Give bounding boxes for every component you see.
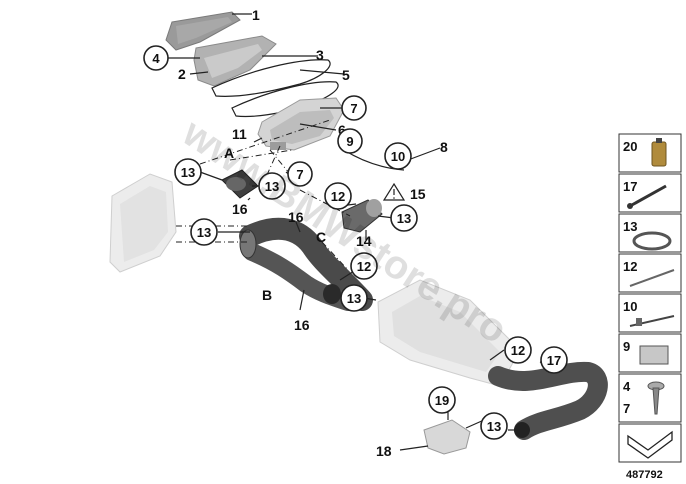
callout-13a: 13 [181, 165, 195, 180]
callout-12a: 12 [331, 189, 345, 204]
legend-wire-clip [636, 318, 642, 326]
part-14-resonator-end [366, 199, 382, 217]
callout-17-circle[interactable] [540, 346, 568, 374]
ghost-housing-right-face [392, 296, 500, 372]
callout-17: 17 [547, 353, 561, 368]
legend-strap-icon [629, 269, 675, 287]
part-6-mount-tab [270, 142, 286, 150]
legend-hose-clamp-icon [632, 231, 672, 251]
legend-panel: 20 17 13 12 10 [618, 133, 682, 481]
part-16-main-hose[interactable] [239, 217, 373, 311]
return-arrow-icon [627, 430, 673, 459]
legend-band-clamp-icon [639, 345, 669, 365]
callout-12c: 12 [511, 343, 525, 358]
part-19-bracket[interactable] [423, 419, 471, 455]
legend-arrow-button[interactable] [618, 423, 682, 463]
callout-12b: 12 [357, 259, 371, 274]
callout-19-circle[interactable] [428, 386, 456, 414]
legend-label-7: 7 [623, 401, 630, 416]
legend-item-4-7[interactable]: 4 7 [618, 373, 682, 423]
callout-4: 4 [152, 51, 160, 66]
legend-bottle-icon [651, 141, 667, 167]
legend-item-12[interactable]: 12 [618, 253, 682, 293]
legend-item-20[interactable]: 20 [618, 133, 682, 173]
callout-8[interactable]: 8 [440, 139, 448, 155]
part-1-cover-face [176, 17, 232, 44]
callout-13f: 13 [487, 419, 501, 434]
part-17-hose-end [514, 422, 530, 438]
part-6-housing-face [270, 110, 334, 144]
part-17-hose[interactable] [488, 361, 608, 440]
legend-cable-tie-head [627, 203, 633, 209]
part-5-seal[interactable] [231, 81, 339, 118]
callout-12c-circle[interactable] [504, 336, 532, 364]
callout-16-b[interactable]: 16 [288, 209, 304, 225]
callout-7a: 7 [350, 101, 357, 116]
part-16-small-hose-opening [226, 177, 246, 191]
callout-11[interactable]: 11 [232, 126, 247, 142]
callout-6[interactable]: 6 [338, 122, 346, 138]
callout-14[interactable]: 14 [356, 233, 372, 249]
legend-label-4: 4 [623, 379, 631, 394]
callout-10-circle[interactable] [384, 142, 412, 170]
callout-13e: 13 [347, 291, 361, 306]
legend-cable-tie-icon [629, 184, 667, 208]
callout-16-a[interactable]: 16 [232, 201, 248, 217]
callout-10: 10 [391, 149, 405, 164]
legend-label-12: 12 [623, 259, 637, 274]
callout-13d-circle[interactable] [190, 218, 218, 246]
callout-13c-circle[interactable] [390, 204, 418, 232]
ghost-housing-left-face [120, 186, 168, 262]
callout-13a-circle[interactable] [174, 158, 202, 186]
legend-label-10: 10 [623, 299, 637, 314]
callout-7b-circle[interactable] [287, 161, 313, 187]
callout-9-circle[interactable] [337, 128, 363, 154]
warning-triangle-icon [382, 182, 406, 201]
callout-13b: 13 [265, 179, 279, 194]
legend-screw-icon [647, 381, 665, 415]
callout-13d: 13 [197, 225, 211, 240]
callout-13e-circle[interactable] [340, 284, 368, 312]
part-3-seal[interactable] [211, 59, 331, 97]
callout-12b-circle[interactable] [350, 252, 378, 280]
callout-13b-circle[interactable] [258, 172, 286, 200]
callout-13c: 13 [397, 211, 411, 226]
callout-2[interactable]: 2 [178, 66, 186, 82]
callout-5[interactable]: 5 [342, 67, 350, 83]
callout-13f-circle[interactable] [480, 412, 508, 440]
callout-1[interactable]: 1 [252, 7, 260, 23]
callout-19: 19 [435, 393, 449, 408]
callout-4-circle[interactable] [143, 45, 169, 71]
callout-B[interactable]: B [262, 287, 272, 303]
callout-15[interactable]: 15 [410, 186, 426, 202]
callout-16-c[interactable]: 16 [294, 317, 310, 333]
legend-label-20: 20 [623, 139, 637, 154]
legend-label-13: 13 [623, 219, 637, 234]
legend-item-13[interactable]: 13 [618, 213, 682, 253]
callout-A[interactable]: A [224, 145, 234, 161]
callouts: 1 2 3 5 6 8 11 15 14 16 16 16 18 A B C 4… [143, 7, 568, 459]
legend-item-17[interactable]: 17 [618, 173, 682, 213]
callout-9: 9 [346, 134, 353, 149]
callout-C[interactable]: C [316, 229, 326, 245]
part-16-hose-inlet [239, 229, 257, 259]
legend-item-10[interactable]: 10 [618, 293, 682, 333]
callout-12a-circle[interactable] [324, 182, 352, 210]
legend-label-17: 17 [623, 179, 637, 194]
part-2-housing-cover-shade [204, 44, 262, 78]
diagram-number: 487792 [626, 469, 663, 481]
legend-bottle-cap [656, 138, 662, 143]
callout-3[interactable]: 3 [316, 47, 324, 63]
part-16-hose-outlet [323, 284, 341, 304]
legend-label-9: 9 [623, 339, 630, 354]
callout-7a-circle[interactable] [341, 95, 367, 121]
callout-7b: 7 [296, 167, 303, 182]
legend-item-9[interactable]: 9 [618, 333, 682, 373]
callout-18[interactable]: 18 [376, 443, 392, 459]
